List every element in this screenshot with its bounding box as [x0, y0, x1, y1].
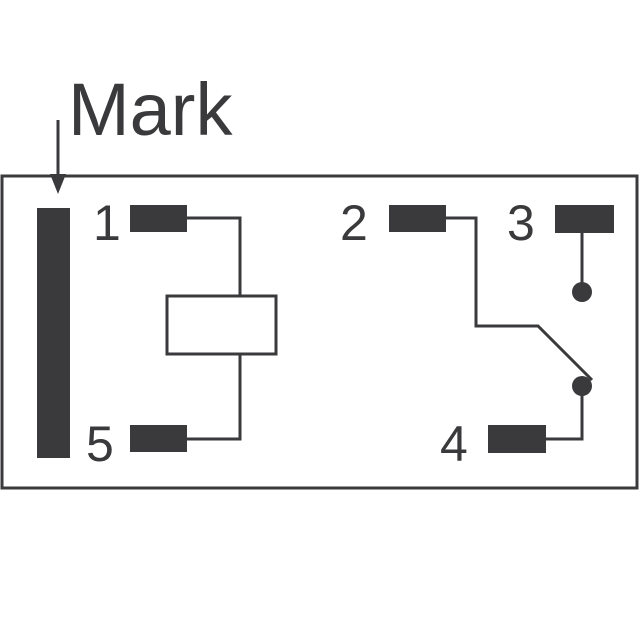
- pin-1-pad: [130, 205, 187, 232]
- nc-contact-dot: [572, 376, 592, 396]
- pin-4-pad: [488, 425, 546, 453]
- mark-label: Mark: [68, 68, 233, 151]
- pin-1-label: 1: [93, 195, 121, 251]
- coil-symbol: [165, 294, 278, 356]
- pin-4-label: 4: [440, 416, 468, 472]
- pin-3-pad: [555, 205, 614, 233]
- package-outline: [0, 174, 639, 490]
- pin-5-label: 5: [86, 416, 114, 472]
- mark-arrow-head: [50, 174, 66, 194]
- coil-wire-top: [187, 216, 242, 296]
- pin-5-pad: [130, 425, 187, 452]
- pin-2-label: 2: [340, 195, 368, 251]
- coil-wire-bottom: [187, 354, 242, 441]
- switch-common-wire: [446, 216, 594, 382]
- no-contact-dot: [572, 282, 592, 302]
- pin-3-label: 3: [507, 195, 535, 251]
- mark-bar: [37, 208, 70, 458]
- nc-contact-wire: [546, 386, 584, 441]
- pin-2-pad: [389, 205, 446, 232]
